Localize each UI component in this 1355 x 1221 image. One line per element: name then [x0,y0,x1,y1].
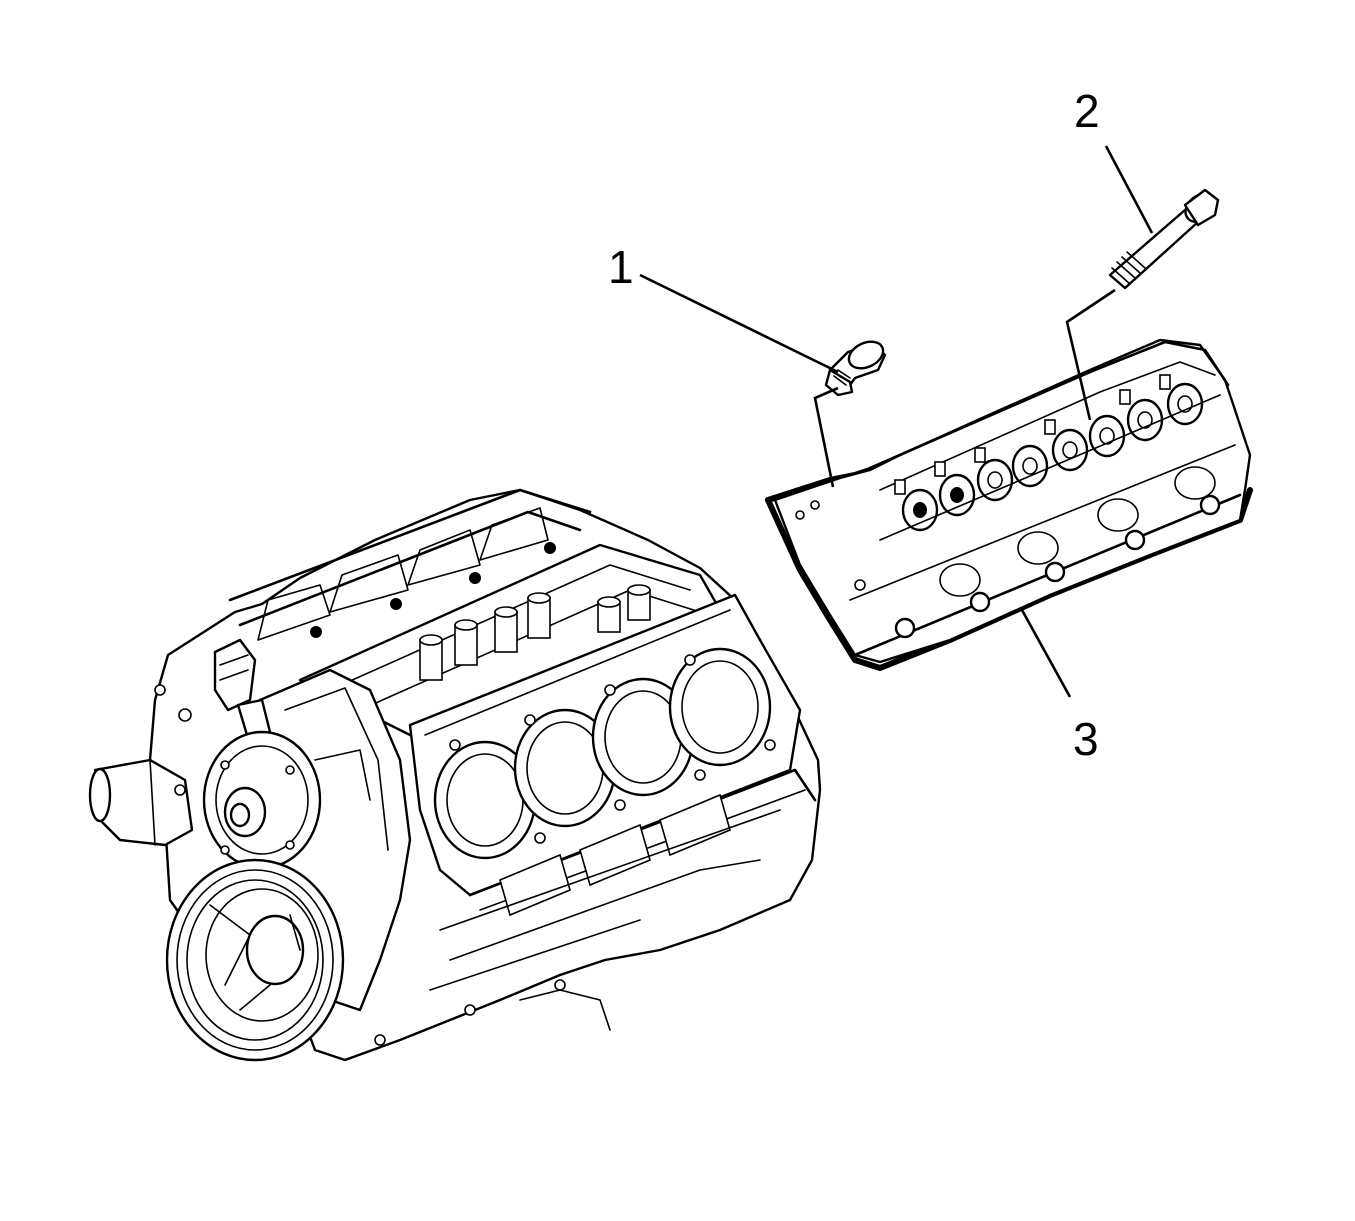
water-pump-pulley [202,730,371,870]
callout-3: 3 [1073,713,1099,765]
callout-2: 2 [1074,85,1100,137]
water-outlet [88,758,194,847]
lifter-bosses [419,584,651,681]
leader-lines [639,145,1154,698]
crankshaft-balancer [165,858,345,1062]
leader-line-1-drop [813,386,839,488]
leader-line-1 [639,273,839,374]
leader-line-2 [1104,145,1154,234]
bolt-long [1108,188,1220,290]
engine-block [88,488,822,1062]
cylinder-head [765,338,1253,671]
bolt-short [824,340,887,397]
leader-line-3 [1020,609,1072,698]
valve-springs [901,382,1204,532]
leader-line-2-drop [1065,288,1116,421]
cylinder-bores [433,647,772,860]
callout-1: 1 [608,241,634,293]
